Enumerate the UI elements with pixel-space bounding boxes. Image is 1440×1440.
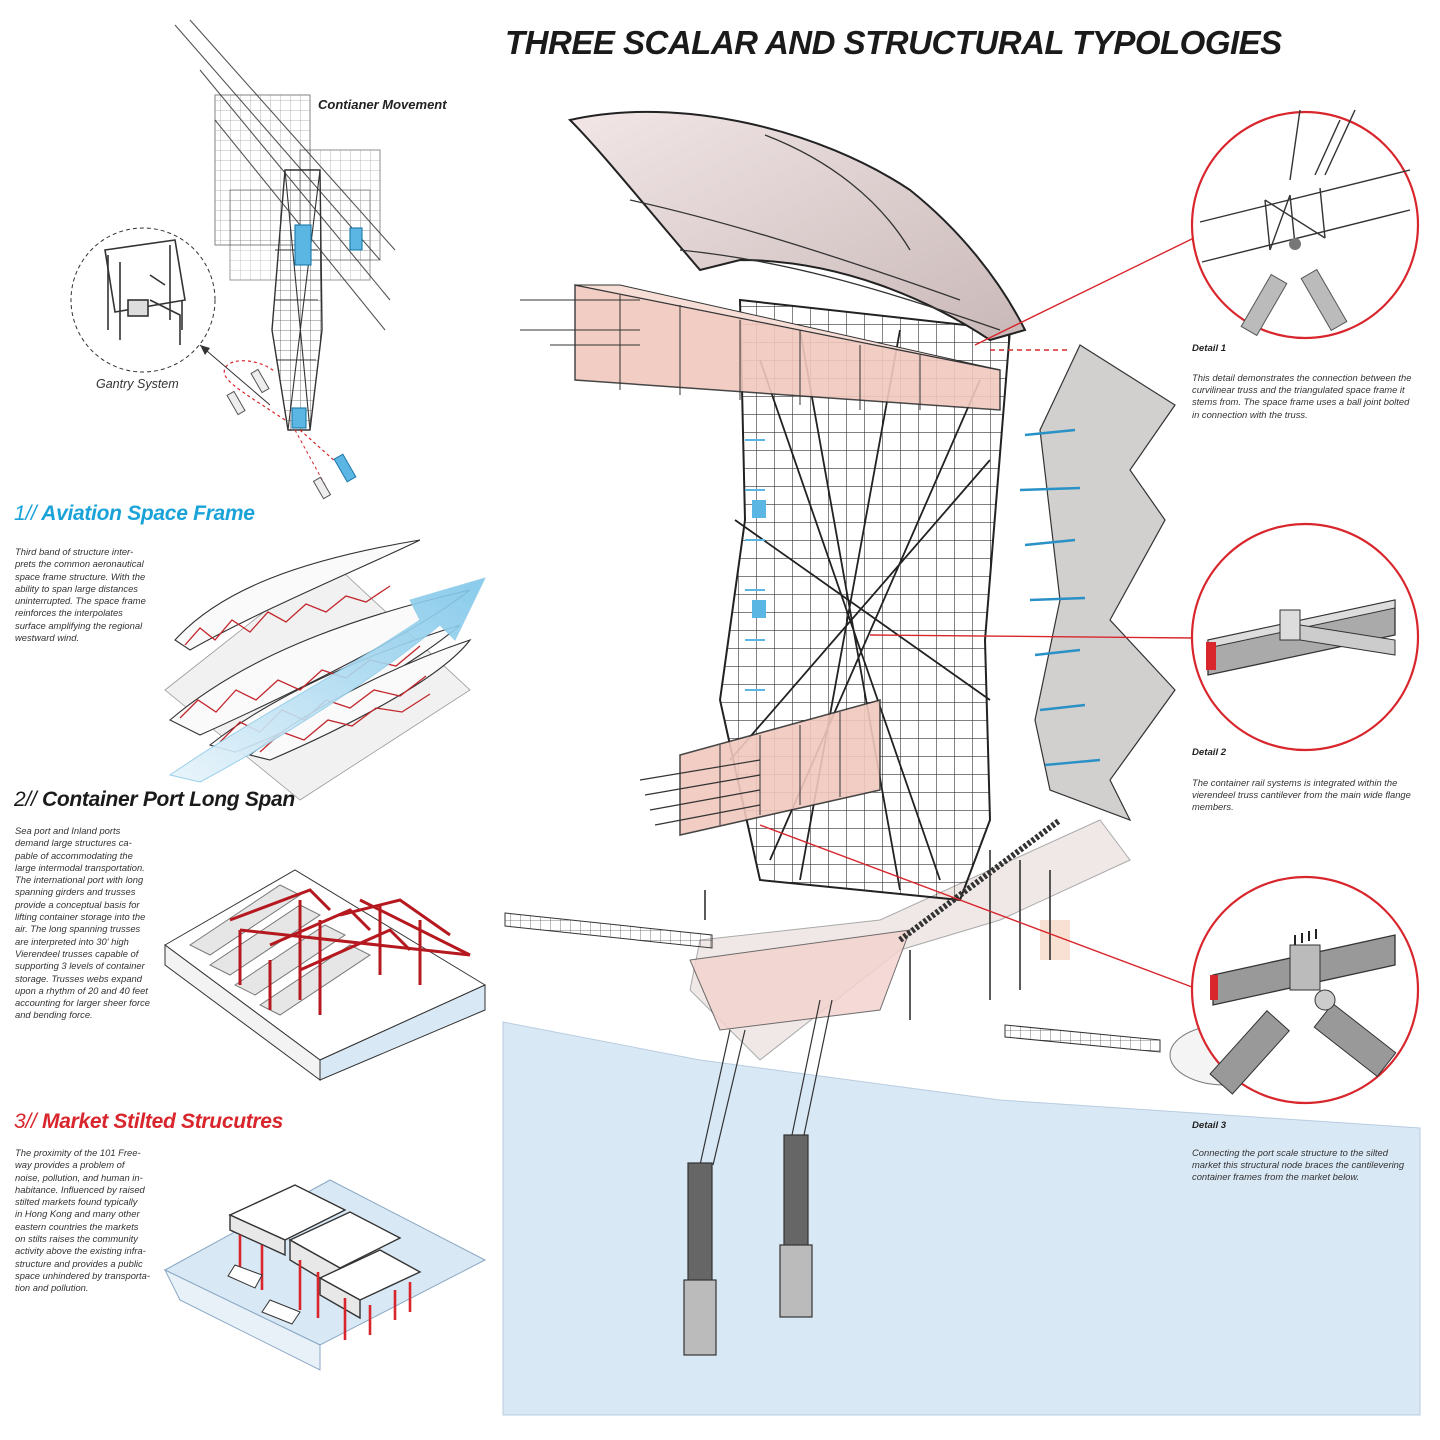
section-2-number: 2// — [14, 788, 37, 811]
detail-3-circle — [1190, 875, 1420, 1105]
water-plane — [502, 1021, 1421, 1416]
section-1-number: 1// — [14, 502, 37, 525]
container-movement-label: Contianer Movement — [318, 97, 447, 112]
main-tower-structure — [504, 110, 1281, 1356]
market-stilted-drawing — [163, 1179, 487, 1371]
section-1-title: Aviation Space Frame — [41, 502, 255, 525]
detail-1-circle — [1190, 109, 1420, 340]
aviation-space-frame-drawing — [164, 539, 486, 801]
container-port-drawing — [164, 869, 487, 1081]
section-2-body: Sea port and Inland ports demand large s… — [15, 825, 150, 1021]
section-2-title: Container Port Long Span — [42, 788, 295, 811]
detail-2-circle — [1190, 522, 1420, 752]
detail-1-text: This detail demonstrates the connection … — [1192, 372, 1412, 420]
section-3-title: Market Stilted Strucutres — [42, 1110, 284, 1133]
section-1-heading: 1// Aviation Space Frame — [14, 502, 255, 526]
page-title: THREE SCALAR AND STRUCTURAL TYPOLOGIES — [505, 24, 1282, 61]
detail-1-title: Detail 1 — [1192, 343, 1227, 354]
container-movement-tower — [174, 19, 396, 431]
gantry-system-detail — [70, 227, 216, 373]
detail-2-title: Detail 2 — [1192, 747, 1227, 758]
detail-3-text: Connecting the port scale structure to t… — [1192, 1147, 1405, 1183]
section-3-number: 3// — [14, 1110, 37, 1133]
section-3-heading: 3// Market Stilted Strucutres — [14, 1110, 283, 1134]
section-1-body: Third band of structure inter- prets the… — [15, 546, 146, 644]
detail-2-text: The container rail systems is integrated… — [1192, 777, 1411, 813]
section-2-heading: 2// Container Port Long Span — [14, 788, 295, 812]
container-movement-path — [199, 344, 357, 500]
gantry-system-label: Gantry System — [96, 377, 179, 391]
detail-3-title: Detail 3 — [1192, 1120, 1227, 1131]
section-3-body: The proximity of the 101 Free- way provi… — [15, 1147, 150, 1294]
detail-leaders — [759, 234, 1201, 991]
